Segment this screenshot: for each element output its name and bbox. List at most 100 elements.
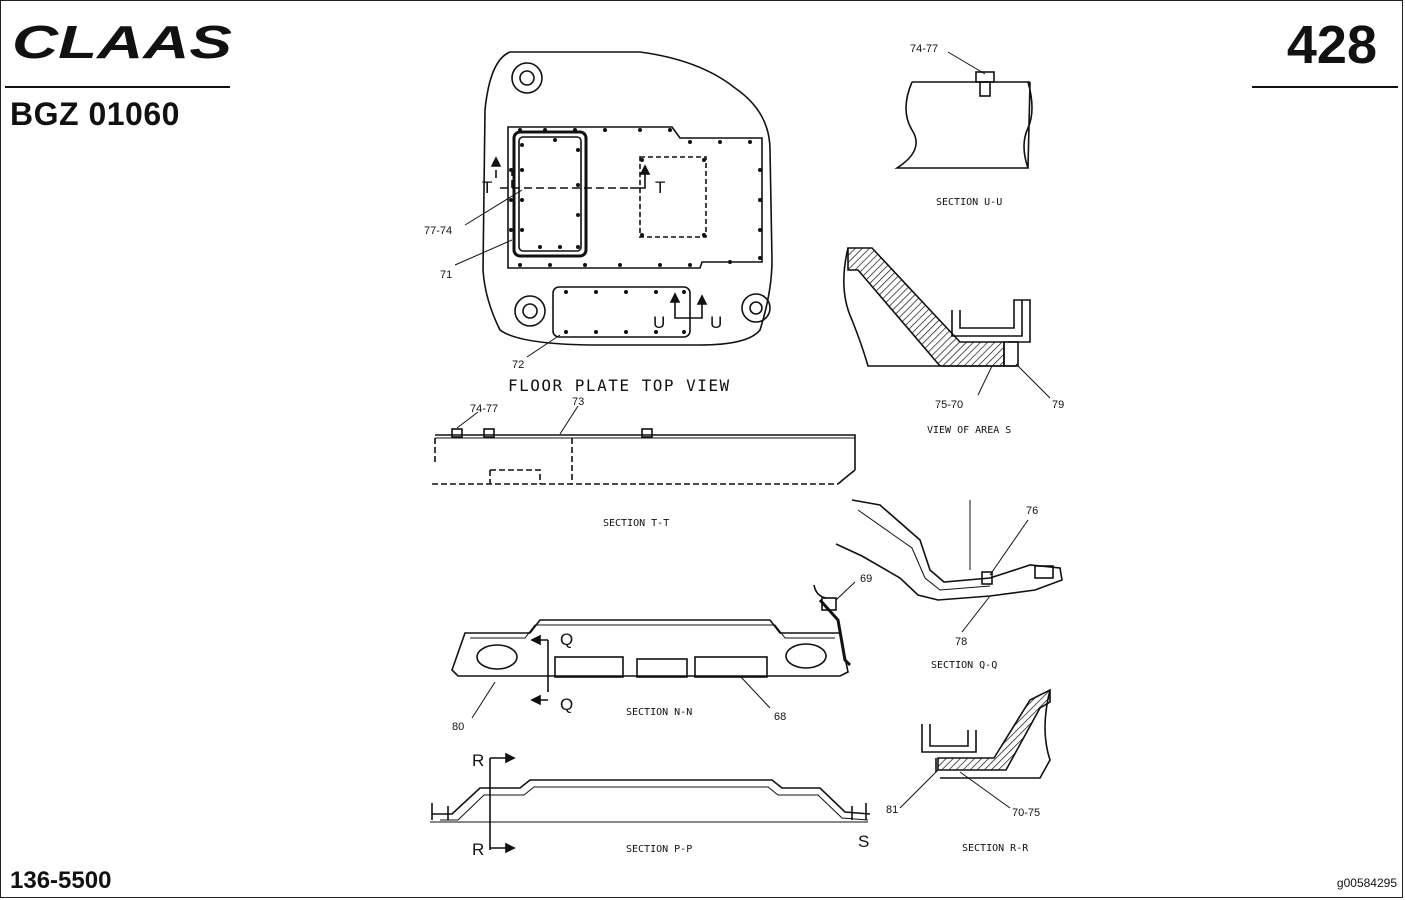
callout-73: 73 [572,396,584,408]
leader-73 [559,405,579,435]
callout-69: 69 [860,573,872,585]
leader-70-75 [959,771,1011,809]
image-id: g00584295 [1336,876,1397,890]
floor-section-inner [857,509,991,591]
header-rule-left [5,86,230,88]
cut-label-q-top: Q [560,630,573,649]
inner-cover [518,136,582,252]
break-end [837,469,856,485]
callout-74-77-tt: 74-77 [470,403,498,415]
leader-77-74 [464,189,523,226]
view-title-section-pp: SECTION P-P [626,844,692,855]
callout-77-74: 77-74 [424,225,452,237]
mount-hole [511,62,543,94]
end-flanges [431,803,867,820]
channel-bracket [921,724,977,772]
callout-75-70: 75-70 [935,399,963,411]
mount-hole-inner [522,303,538,319]
view-area-s [843,247,1051,399]
header-rule-right [1252,86,1398,88]
section-nn-view [451,581,856,719]
cut-label-u-left: U [653,313,665,332]
leader-74-77-tt [456,411,479,429]
leader-75-70 [977,365,993,396]
bolt-shank [979,81,991,97]
section-uu-view [894,51,1033,169]
mount-hole-inner [749,301,763,315]
section-qq-view [835,499,1063,633]
channel-bracket [951,299,1031,343]
callout-80: 80 [452,721,464,733]
cut-label-t-right: T [655,178,665,197]
view-title-area-s: VIEW OF AREA S [927,425,1011,436]
leader-81 [899,769,939,809]
leader-74-77 [947,51,986,75]
cut-label-r-bottom: R [472,840,484,859]
callout-70-75: 70-75 [1012,807,1040,819]
leader-78 [961,595,991,633]
crossmember-profile-inner [440,786,869,821]
leader-69 [835,581,856,601]
callout-74-77-uu: 74-77 [910,43,938,55]
panel-outline [507,126,763,269]
floor-plate-outline [482,51,773,346]
seal-gasket [512,130,588,258]
part-number: 136-5500 [10,867,112,894]
slot-middle [636,658,688,678]
cut-label-r-top: R [472,751,484,770]
cut-arrows-r [505,752,516,854]
crossmember-inner [470,624,835,639]
page-number: 428 [1286,15,1377,75]
clip [1003,341,1019,367]
cut-label-t-left: T [482,178,492,197]
callout-68: 68 [774,711,786,723]
section-tt-view [432,405,856,485]
view-title-section-qq: SECTION Q-Q [931,660,997,671]
leader-76 [989,519,1029,576]
hatched-plate-section [937,688,1051,771]
cut-arrows-u [669,292,708,305]
callout-81: 81 [886,804,898,816]
crossmember-profile [432,779,871,815]
cut-label-u-right: U [710,313,722,332]
mount-hole [741,293,771,323]
bolt [483,428,495,438]
mount-hole [514,295,546,327]
cut-arrows-q [530,634,541,706]
callout-72: 72 [512,359,524,371]
callout-71: 71 [440,269,452,281]
bolt [451,428,463,438]
leader-79 [1015,363,1051,399]
bolt-pattern [509,128,762,334]
callout-79: 79 [1052,399,1064,411]
frame-outline [843,247,1016,367]
break-line [1023,81,1033,169]
leader-80 [471,681,496,719]
cut-line-t-end [630,170,646,189]
top-plate [435,434,856,470]
section-body [894,81,1031,169]
cut-label-q-bottom: Q [560,695,573,714]
cut-line-u [674,298,703,319]
floor-plate-top-view [454,51,773,358]
view-title-section-uu: SECTION U-U [936,197,1002,208]
hose-end [813,584,827,599]
view-title-section-rr: SECTION R-R [962,843,1029,854]
oval-hole-left [476,644,518,670]
slot-left [554,656,624,678]
section-rr-view [899,688,1051,809]
seal-clip [981,571,993,585]
leader-68 [739,675,771,709]
hidden-edges [434,438,573,484]
cut-arrows-t [490,156,651,175]
mount-hole-inner [519,70,535,86]
section-pp-view [430,752,871,854]
cut-line-r [489,757,510,850]
brand-logo-text: CLAAS [12,20,232,64]
cut-line-q [534,639,549,701]
hatched-plate-section [847,247,1005,367]
hidden-opening [639,156,707,238]
slot-right [694,656,768,678]
